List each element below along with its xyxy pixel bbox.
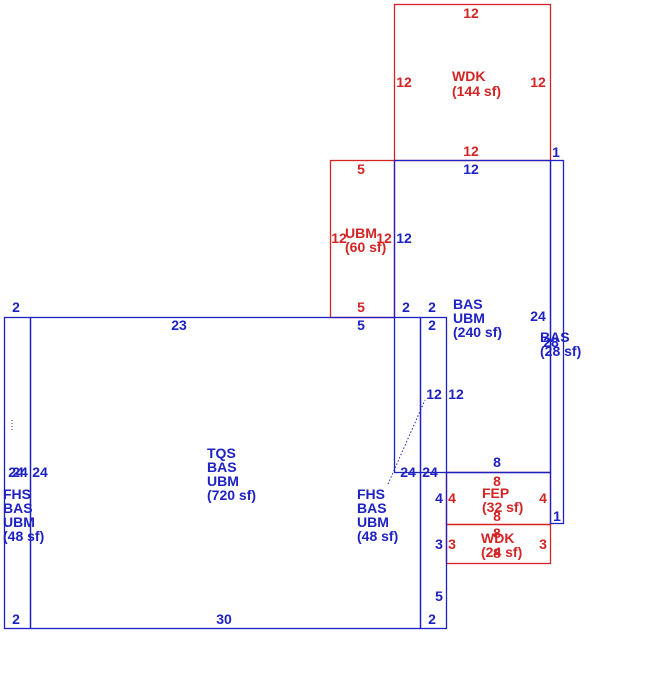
wdk-top-area: (144 sf) [452, 83, 501, 99]
dim-fhs-right-side: 24 [422, 464, 438, 480]
dim-fhs-left-side-b: 24 [32, 464, 48, 480]
dim-wdk-bottom-top: 8 [493, 525, 501, 541]
dim-fhs-left-top: 2 [12, 299, 20, 315]
bas-240-area: (240 sf) [453, 324, 502, 340]
wdk-bottom-area: (24 sf) [481, 544, 522, 560]
dim-tqs-top-a: 23 [171, 317, 187, 333]
dim-wdk-top-top: 12 [463, 5, 479, 21]
fhs-right-line3: UBM [357, 514, 389, 530]
dim-bas-240-corner-b: 2 [428, 299, 436, 315]
ubm-60-code: UBM [345, 225, 377, 241]
dim-fep-bottom: 8 [493, 508, 501, 524]
dim-fep-top: 8 [493, 473, 501, 489]
bas-28-code: BAS [540, 329, 570, 345]
dim-bas-240-corner-a: 2 [402, 299, 410, 315]
dim-fhs-left-side-a: 24 [8, 464, 24, 480]
dim-wdk-top-right: 12 [530, 74, 546, 90]
dim-fep-right: 4 [539, 490, 547, 506]
dim-tqs-bottom: 30 [216, 611, 232, 627]
bas-28-outline [549, 159, 565, 525]
dim-bas-240-right: 24 [530, 308, 546, 324]
bas-240-line1: BAS [453, 296, 483, 312]
fhs-left-line1: FHS [3, 486, 31, 502]
dim-fhs-right-a: 4 [435, 490, 443, 506]
wdk-top-code: WDK [452, 68, 485, 84]
dim-fhs-left-side-a-overlap: 24 [12, 464, 28, 480]
dim-wdk-bottom-bottom: 8 [493, 545, 501, 561]
dim-fhs-right-top: 2 [428, 317, 436, 333]
wdk-bottom-code: WDK [481, 530, 514, 546]
fhs-left-line3: UBM [3, 514, 35, 530]
dim-fhs-right-b: 3 [435, 536, 443, 552]
fep-area: (32 sf) [482, 499, 523, 515]
dim-fep-left: 4 [448, 490, 456, 506]
dim-wdk-top-left: 12 [396, 74, 412, 90]
dim-wdk-top-bottom: 12 [463, 143, 479, 159]
fhs-left-line2: BAS [3, 500, 33, 516]
tqs-line3: UBM [207, 473, 239, 489]
dim-bas-240-left: 12 [396, 230, 412, 246]
tqs-area: (720 sf) [207, 487, 256, 503]
fep-code: FEP [482, 485, 509, 501]
dim-wdk-bottom-left: 3 [448, 536, 456, 552]
tqs-line2: BAS [207, 459, 237, 475]
bas-28-area: (28 sf) [540, 343, 581, 359]
dim-bas-240-top: 12 [463, 161, 479, 177]
fhs-right-area: (48 sf) [357, 528, 398, 544]
dim-bas-28-bottom: 1 [553, 508, 561, 524]
ubm-60-area: (60 sf) [345, 239, 386, 255]
dim-bas-240-bottom: 8 [493, 454, 501, 470]
fhs-right-line1: FHS [357, 486, 385, 502]
leader-line [387, 399, 426, 485]
dim-ubm-60-right: 12 [376, 230, 392, 246]
tqs-line1: TQS [207, 445, 236, 461]
dim-fhs-right-leader: 12 [426, 386, 442, 402]
dim-fhs-right-bottom: 2 [428, 611, 436, 627]
dim-fhs-right-c: 5 [435, 588, 443, 604]
fhs-left-area: (48 sf) [3, 528, 44, 544]
fhs-right-line2: BAS [357, 500, 387, 516]
dim-wdk-bottom-right: 3 [539, 536, 547, 552]
bas-240-line2: UBM [453, 310, 485, 326]
dim-bas-28-top: 1 [552, 144, 560, 160]
dim-ubm-60-bottom: 5 [357, 299, 365, 315]
dim-ubm-60-top: 5 [357, 161, 365, 177]
dim-bas-240-left-lower: 12 [448, 386, 464, 402]
dim-tqs-right: 24 [400, 464, 416, 480]
dim-ubm-60-left: 12 [331, 230, 347, 246]
dim-bas-28-side: 28 [543, 334, 559, 350]
dim-tqs-top-b: 5 [357, 317, 365, 333]
dim-fhs-left-bottom: 2 [12, 611, 20, 627]
